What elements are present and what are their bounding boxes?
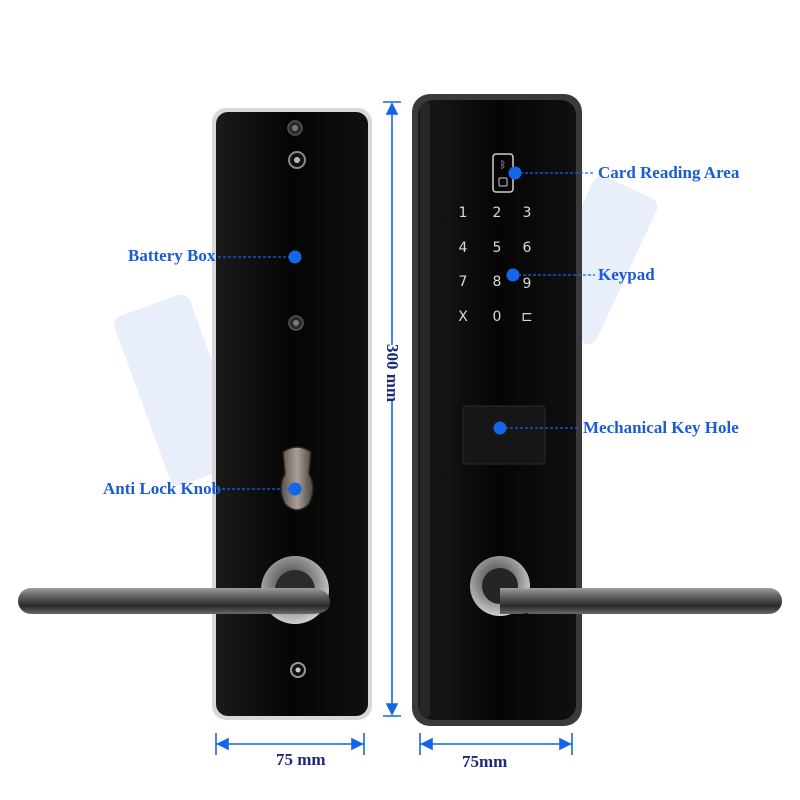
- key-7: 7: [458, 274, 468, 290]
- back-panel-screw-bottom: [290, 662, 306, 678]
- back-panel-screw-mid: [288, 315, 304, 331]
- mechanical-key-hole-dot: [493, 421, 507, 435]
- anti-lock-knob-label: Anti Lock Knob: [103, 479, 222, 498]
- mechanical-key-hole-label: Mechanical Key Hole: [583, 418, 739, 437]
- key-9: 9: [522, 276, 532, 292]
- card-reading-area-label: Card Reading Area: [598, 163, 740, 182]
- key-3: 3: [522, 205, 532, 221]
- key-2: 2: [492, 205, 502, 221]
- back-width-dimension-label: 75 mm: [276, 750, 326, 769]
- card-reading-area-dot: [508, 166, 522, 180]
- callout-dots: [288, 166, 522, 496]
- front-width-dimension-line: [419, 733, 573, 755]
- height-dimension-label: 300 mm: [383, 343, 402, 403]
- key-x: X: [458, 309, 468, 325]
- front-lever-handle: [470, 556, 782, 616]
- callout-leaders: [212, 172, 595, 490]
- key-0: 0: [492, 309, 502, 325]
- key-4: 4: [458, 240, 468, 256]
- key-8: 8: [492, 274, 502, 290]
- key-5: 5: [492, 240, 502, 256]
- anti-lock-knob-part: [280, 446, 314, 511]
- back-panel-screw-top: [287, 120, 303, 136]
- back-panel: [212, 108, 372, 720]
- anti-lock-knob-dot: [288, 482, 302, 496]
- back-panel-screw-hole: [288, 151, 306, 169]
- battery-box-dot: [288, 250, 302, 264]
- height-dimension-line: [383, 101, 401, 717]
- keypad-label: Keypad: [598, 265, 655, 284]
- key-6: 6: [522, 240, 532, 256]
- back-width-dimension-line: [215, 733, 365, 755]
- battery-box-label: Battery Box: [128, 246, 216, 265]
- front-width-dimension-label: 75mm: [462, 752, 508, 771]
- key-lock: ⊏: [521, 309, 533, 325]
- back-lever-handle: [18, 556, 330, 624]
- mechanical-key-hole-cover: [462, 405, 546, 465]
- key-1: 1: [458, 205, 468, 221]
- keypad-dot: [506, 268, 520, 282]
- svg-text:ᛒ: ᛒ: [500, 160, 506, 171]
